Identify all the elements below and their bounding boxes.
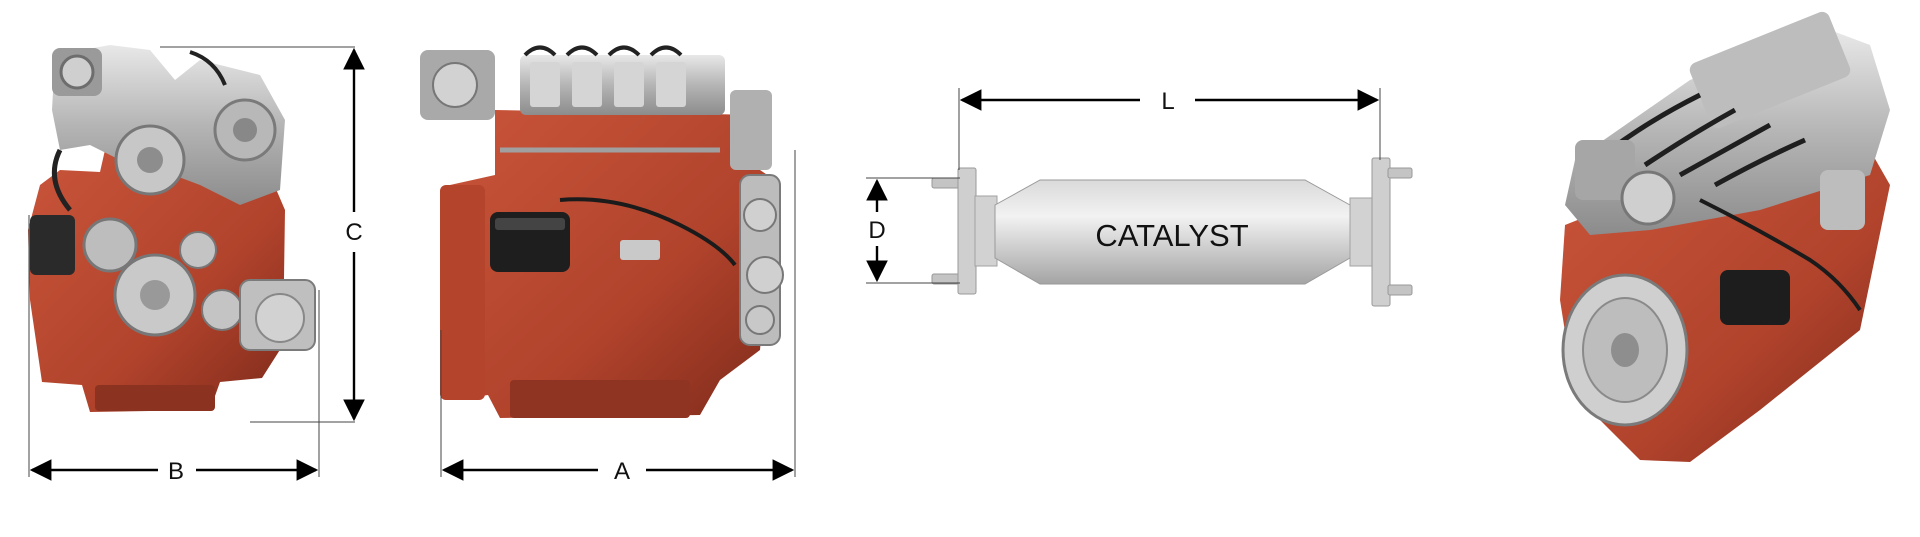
engine-front-view [28,45,316,412]
dimension-d: D [866,177,960,284]
dimension-a: A [440,150,796,485]
dimension-l: L [958,88,1381,170]
dimension-label-b: B [168,458,184,485]
dimension-label-l: L [1161,88,1174,115]
dimension-c: C [160,46,365,423]
dimension-label-a: A [614,458,630,485]
engine-side-view [420,45,784,418]
dimension-b: B [28,215,320,485]
catalyst-label: CATALYST [1095,218,1248,253]
engine-perspective-view [1560,11,1890,462]
dimension-label-c: C [345,219,362,246]
catalyst: CATALYST [931,157,1413,307]
dimension-label-d: D [868,217,885,244]
